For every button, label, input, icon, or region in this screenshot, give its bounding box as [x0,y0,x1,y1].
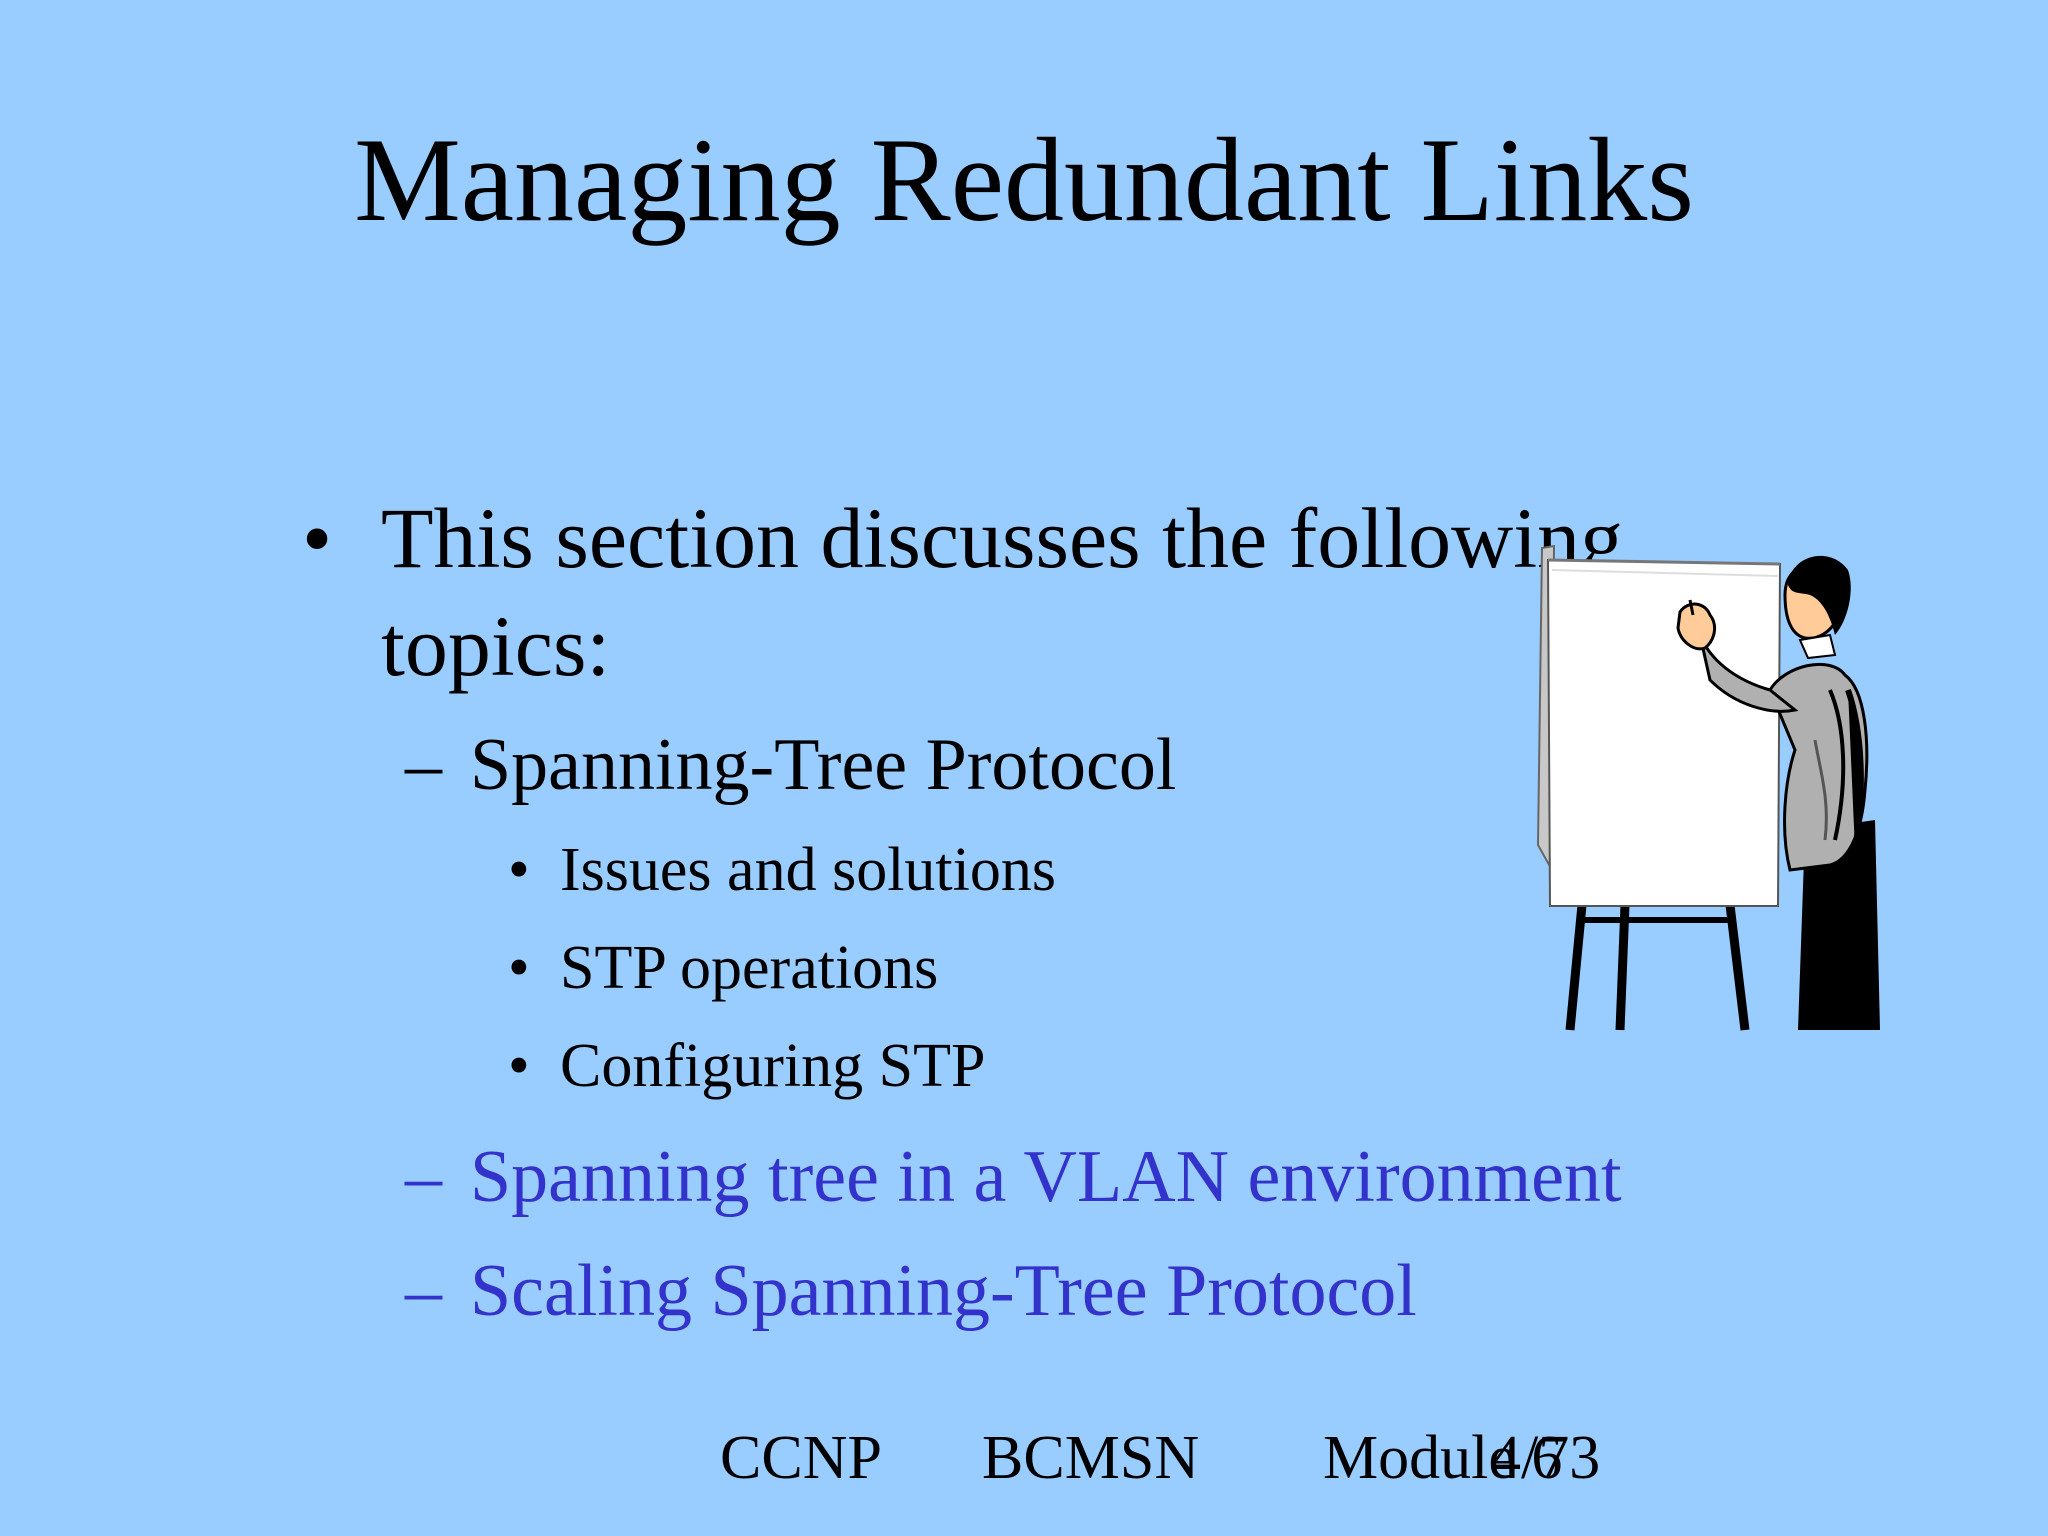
presenter-at-flipchart-icon [1536,544,1880,1031]
topic-scaling-stp: Scaling Spanning-Tree Protocol [470,1250,1417,1332]
topic-dash-2: – [405,1136,442,1218]
subtopic-bullet-3: • [508,1032,530,1100]
topic-spanning-tree-vlan: Spanning tree in a VLAN environment [470,1136,1622,1218]
slide-title: Managing Redundant Links [354,113,1694,246]
subtopic-configuring-stp: Configuring STP [560,1032,986,1100]
footer-page-number: 4/73 [1490,1424,1601,1492]
intro-bullet: • [302,490,333,586]
subtopic-stp-operations: STP operations [560,934,939,1002]
subtopic-issues-and-solutions: Issues and solutions [560,836,1056,904]
subtopic-bullet-2: • [508,934,530,1002]
footer-course: CCNP [720,1424,882,1492]
topic-dash-3: – [405,1250,442,1332]
intro-line-2: topics: [381,598,611,694]
subtopic-bullet-1: • [508,836,530,904]
intro-line-1: This section discusses the following [381,490,1624,586]
footer-exam: BCMSN [982,1424,1200,1492]
footer-module: Module 6 [1323,1424,1563,1492]
topic-dash-1: – [405,724,442,806]
topic-spanning-tree-protocol: Spanning-Tree Protocol [470,724,1177,806]
